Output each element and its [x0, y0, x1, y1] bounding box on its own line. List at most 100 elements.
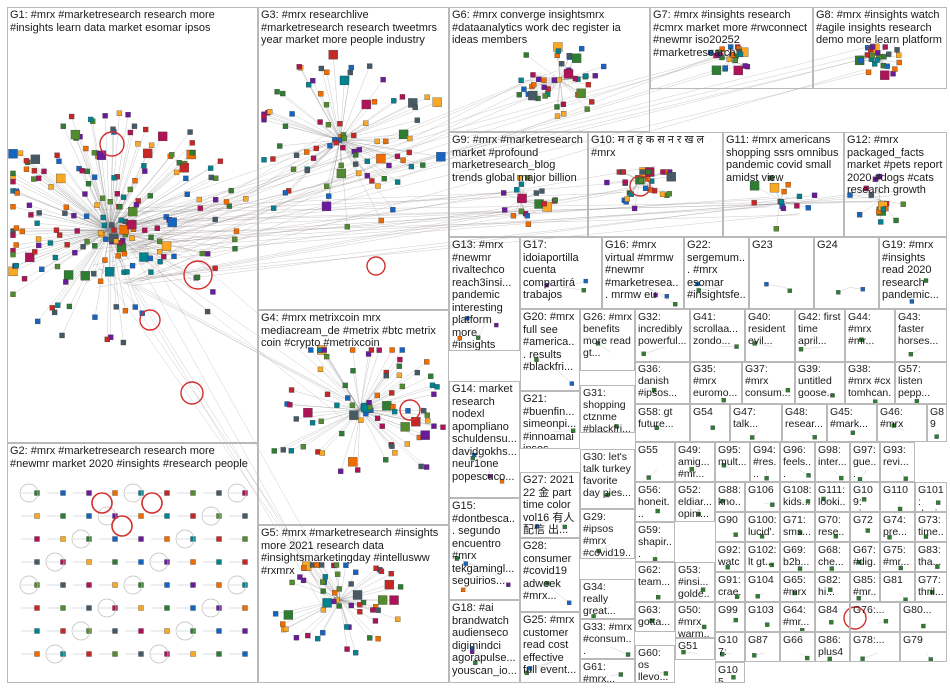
group-label: G67: #dig...	[853, 544, 877, 572]
group-label: G77: thril...	[918, 574, 944, 598]
group-box-g26: G26: #mrx benefits more read gt...	[580, 309, 635, 371]
group-box-g3: G3: #mrx researchlive #marketresearch re…	[258, 7, 449, 310]
group-label: G92: watc...	[718, 544, 742, 572]
group-box-g38: G38: #mrx #cx tomhcan...	[845, 361, 895, 404]
group-box-g12: G12: #mrx packaged_facts market #pets re…	[844, 132, 947, 237]
group-label: G107: ve...	[718, 634, 742, 662]
group-box-g56: G56: honeit...	[635, 482, 675, 522]
group-box-g77: G77: thril...	[915, 572, 947, 602]
group-label: G50: #mrx warm...	[678, 604, 712, 638]
group-label: G82: hi...	[818, 574, 847, 598]
group-box-g69: G69: b2b...	[780, 542, 815, 572]
group-box-g58: G58: gt future...	[635, 404, 690, 442]
group-label: G80...	[903, 604, 944, 616]
group-box-g49: G49: amig... #mr...	[675, 442, 715, 482]
group-box-g73: G73: time...	[915, 512, 947, 542]
group-box-g42: G42: first time april...	[795, 309, 845, 363]
group-box-g81: G81	[880, 572, 915, 602]
group-box-g70: G70: rese...	[815, 512, 850, 542]
group-label: G19: #mrx #insights read 2020 research p…	[882, 239, 944, 302]
group-label: G99	[718, 604, 742, 616]
group-label: G62: team...	[638, 564, 672, 588]
group-box-g109: G109: gina...	[850, 482, 880, 512]
group-label: G56: honeit...	[638, 484, 672, 520]
group-label: G46: #mrx	[880, 406, 924, 430]
group-box-g25: G25: #mrx customer read cost effective f…	[520, 612, 580, 683]
group-label: G84	[818, 604, 847, 616]
group-label: G95: mult...	[718, 444, 747, 468]
group-label: G27: 2021 22 金 part time color vol16 有人 …	[523, 474, 577, 537]
group-label: G26: #mrx benefits more read gt...	[583, 311, 632, 359]
group-box-g82: G82: hi...	[815, 572, 850, 602]
group-box-g103: G103	[745, 602, 780, 632]
group-label: G13: #mrx #newmr rivaltechco reach3insi.…	[452, 239, 517, 351]
group-label: G5: #mrx #marketresearch #insights more …	[261, 527, 446, 577]
group-box-g65: G65: #mrx	[780, 572, 815, 602]
group-label: G74: pre...	[883, 514, 912, 538]
group-box-g6: G6: #mrx converge insightsmrx #dataanaly…	[449, 7, 650, 132]
group-box-g85: G85: #mr...	[850, 572, 880, 602]
group-box-g51: G51	[675, 638, 715, 660]
group-label: G97: gue...	[853, 444, 877, 480]
group-box-g11: G11: #mrx americans shopping ssrs omnibu…	[723, 132, 844, 237]
group-label: G28: consumer #covid19 adweek #mrx...	[523, 540, 577, 603]
group-label: G35: #mrx euromo...	[693, 363, 739, 399]
group-box-g105: G105	[715, 662, 745, 683]
group-box-g52: G52: eldiar... opini...	[675, 482, 715, 522]
group-box-g86: G86: plus4	[815, 632, 850, 662]
group-label: G89	[930, 406, 944, 430]
group-box-g96: G96: feels...	[780, 442, 815, 482]
group-box-g83: G83: tha...	[915, 542, 947, 572]
group-box-g44: G44: #mrx #mr...	[845, 309, 895, 363]
group-label: G73: time...	[918, 514, 944, 542]
group-box-g75: G75: #mr...	[880, 542, 915, 572]
group-box-g19: G19: #mrx #insights read 2020 research p…	[879, 237, 947, 309]
group-box-g76: G76:...	[850, 602, 900, 632]
group-label: G40: resident evil...	[748, 311, 792, 347]
group-box-g101: G101: deci...	[915, 482, 947, 512]
group-box-g4: G4: #mrx metrixcoin mrx mediacream_de #m…	[258, 310, 449, 525]
group-label: G25: #mrx customer read cost effective f…	[523, 614, 577, 677]
group-box-g48: G48: resear...	[782, 404, 827, 442]
group-box-g62: G62: team...	[635, 562, 675, 602]
group-label: G41: scrollaa... zondo...	[693, 311, 742, 347]
group-box-g17: G17: idoiaportilla cuenta compartirá tra…	[520, 237, 602, 309]
group-box-g63: G63: gotta...	[635, 602, 675, 632]
group-label: G24	[817, 239, 876, 252]
group-label: G52: eldiar... opini...	[678, 484, 712, 520]
group-label: G49: amig... #mr...	[678, 444, 712, 480]
group-label: G39: untitled goose...	[798, 363, 842, 399]
group-box-g34: G34: really great...	[580, 579, 635, 619]
group-box-g16: G16: #mrx virtual #mrmw #newmr #marketre…	[602, 237, 684, 309]
group-label: G38: #mrx #cx tomhcan...	[848, 363, 892, 404]
group-label: G91: crae...	[718, 574, 742, 602]
group-box-g66: G66	[780, 632, 815, 662]
group-label: G87	[748, 634, 777, 646]
group-box-g68: G68: che...	[815, 542, 850, 572]
group-box-g111: G111: looki...	[815, 482, 850, 512]
group-label: G7: #mrx #insights research #cmrx market…	[653, 9, 810, 59]
group-box-g107: G107: ve...	[715, 632, 745, 662]
group-box-g97: G97: gue...	[850, 442, 880, 482]
group-box-g46: G46: #mrx	[877, 404, 927, 442]
group-label: G4: #mrx metrixcoin mrx mediacream_de #m…	[261, 312, 446, 350]
group-label: G55	[638, 444, 672, 456]
group-label: G94: #res...	[753, 444, 777, 480]
group-box-g79: G79	[900, 632, 947, 662]
group-label: G9: #mrx #marketresearch market #profoun…	[452, 134, 585, 184]
group-label: G21: #buenfin... simeonpi... #innoamai i…	[523, 393, 577, 449]
group-label: G47: talk...	[733, 406, 779, 430]
group-box-g39: G39: untitled goose...	[795, 361, 845, 404]
group-box-g36: G36: danish #ipsos...	[635, 361, 690, 404]
group-label: G57: listen pepp...	[898, 363, 944, 399]
group-label: G15: #dontbesca... segundo encuentro #mr…	[452, 500, 517, 588]
group-label: G81	[883, 574, 912, 586]
group-box-g92: G92: watc...	[715, 542, 745, 572]
group-label: G51	[678, 640, 712, 652]
group-box-g1: G1: #mrx #marketresearch research more #…	[7, 7, 258, 443]
group-label: G11: #mrx americans shopping ssrs omnibu…	[726, 134, 841, 184]
group-box-g61: G61: #mrx...	[580, 659, 635, 683]
group-label: G3: #mrx researchlive #marketresearch re…	[261, 9, 446, 47]
group-label: G18: #ai brandwatch audienseco digimindc…	[452, 602, 517, 677]
group-box-g27: G27: 2021 22 金 part time color vol16 有人 …	[520, 472, 580, 538]
